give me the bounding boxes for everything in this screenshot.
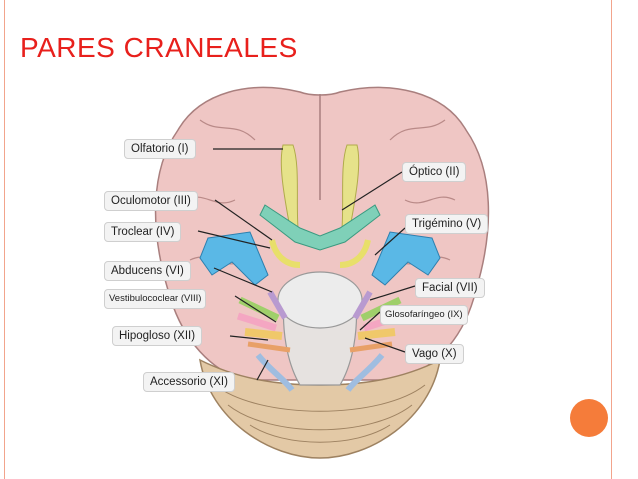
trigeminal-nerve-left — [199, 231, 269, 286]
label-vago: Vago (X) — [405, 344, 464, 364]
left-frame-line — [4, 0, 5, 479]
label-hipogloso: Hipogloso (XII) — [112, 326, 203, 346]
slide-title: PARES CRANEALES — [20, 32, 298, 63]
cerebellum-folia — [214, 384, 426, 443]
label-accesorio: Accessorio (XI) — [143, 372, 235, 392]
label-olfatorio: Olfatorio (I) — [124, 139, 196, 159]
gyri-lines — [184, 119, 456, 265]
right-frame-line — [611, 0, 612, 479]
label-abducens: Abducens (VI) — [104, 261, 191, 281]
label-glosofaringeo: Glosofaríngeo (IX) — [380, 305, 468, 325]
label-trigemino: Trigémino (V) — [405, 214, 489, 234]
accessory-nerve — [255, 353, 385, 392]
vagus-nerve — [244, 328, 396, 340]
label-troclear: Troclear (IV) — [104, 222, 182, 242]
leader-lines — [197, 148, 416, 381]
trigeminal-nerve-right — [371, 231, 441, 286]
label-oculomotor: Oculomotor (III) — [104, 191, 198, 211]
optic-chiasm — [259, 204, 381, 251]
pons — [277, 271, 363, 329]
accent-dot — [570, 399, 608, 437]
oculomotor-nerve — [269, 239, 371, 268]
abducens-nerve — [267, 290, 373, 320]
label-optico: Óptico (II) — [402, 162, 467, 182]
label-facial: Facial (VII) — [415, 278, 485, 298]
label-vestibulococlear: Vestibulococlear (VIII) — [104, 289, 207, 309]
